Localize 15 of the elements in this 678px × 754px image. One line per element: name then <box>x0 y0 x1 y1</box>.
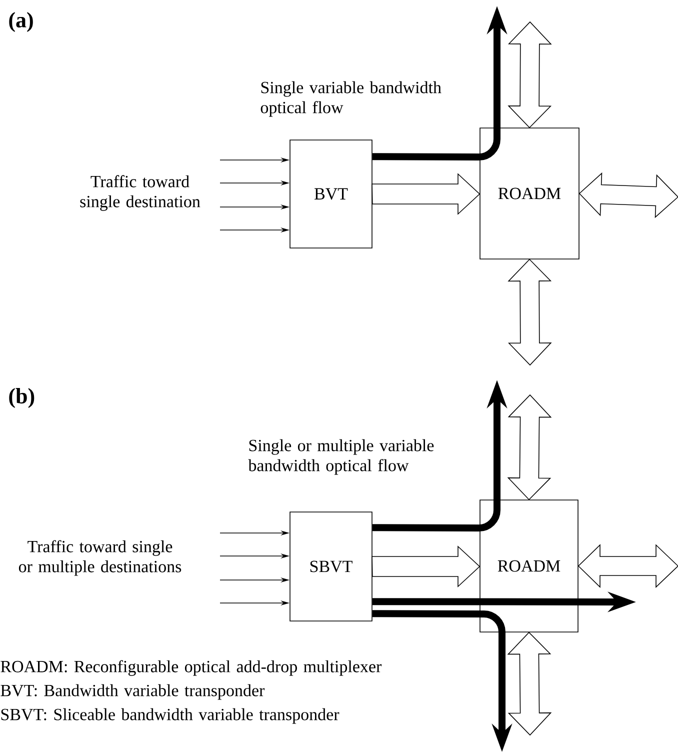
annotation: Single variable bandwidth optical flow <box>260 81 442 117</box>
process-box: ROADM <box>480 500 578 632</box>
annotation: ROADM: Reconfigurable optical add-drop multiplexer <box>0 660 382 676</box>
annotation: Traffic toward single or multiple destinations <box>18 540 182 576</box>
process-box: ROADM <box>480 128 580 260</box>
panel-label: (a) <box>9 12 33 32</box>
annotation: BVT: Bandwidth variable transponder <box>0 684 265 700</box>
block-arrow <box>372 546 480 588</box>
annotation: Traffic toward single destination <box>80 175 200 211</box>
process-box: BVT <box>290 140 372 248</box>
process-box: SBVT <box>290 512 372 622</box>
annotation: SBVT: Sliceable bandwidth variable transponder <box>1 708 340 724</box>
annotation: Single or multiple variable bandwidth optical flow <box>248 439 434 475</box>
block-arrow <box>372 173 480 215</box>
panel-label: (b) <box>9 388 34 408</box>
